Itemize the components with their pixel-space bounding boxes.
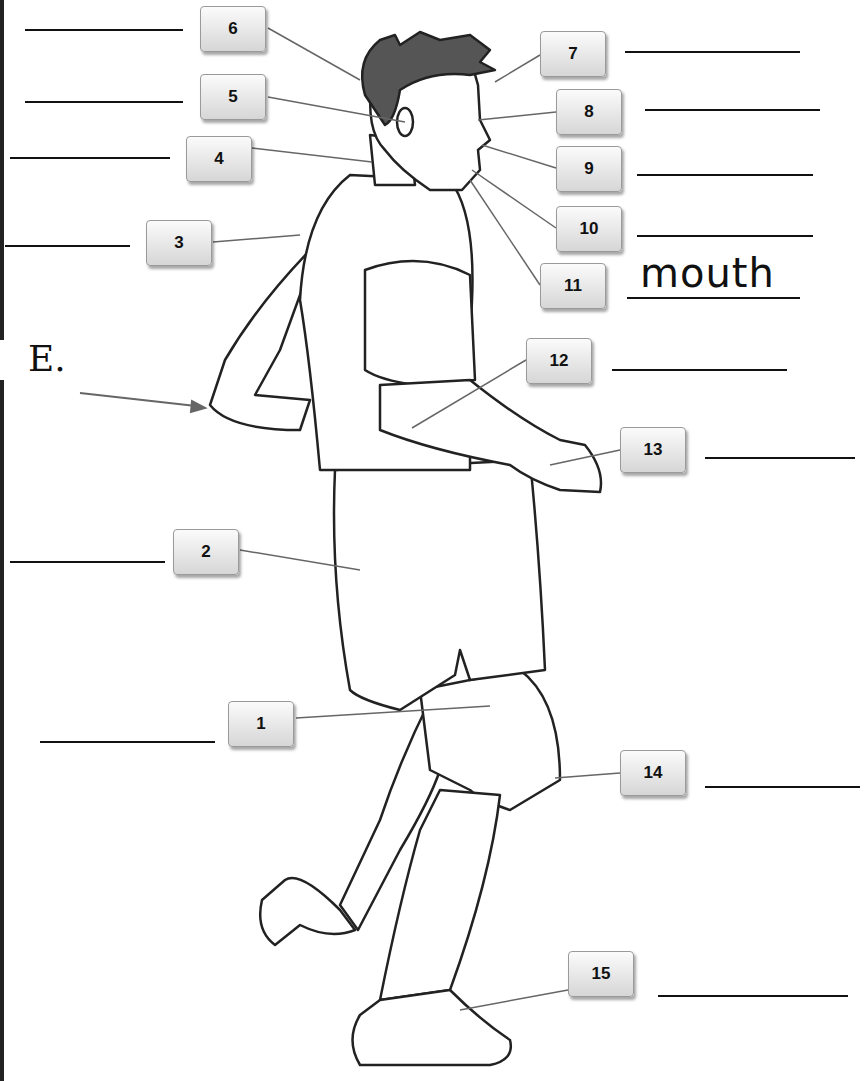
leader-line — [472, 170, 556, 228]
callout-box: 9 — [556, 146, 622, 192]
margin-bar — [0, 0, 4, 340]
callout-number: 5 — [228, 87, 237, 107]
answer-line — [705, 786, 860, 788]
hair — [362, 32, 495, 125]
margin-bars — [0, 0, 4, 1081]
callout-box: 8 — [556, 89, 622, 135]
forearm-hand — [380, 380, 601, 492]
callout-box: 13 — [620, 427, 686, 473]
arrow-shaft — [80, 393, 196, 406]
callout-box: 11 — [540, 263, 606, 309]
leader-line — [268, 28, 360, 80]
callout-number: 2 — [201, 542, 210, 562]
callout-box: 2 — [173, 529, 239, 575]
front-shin — [380, 790, 500, 1000]
answer-line — [705, 457, 855, 459]
leader-line — [482, 145, 556, 168]
handwritten-letter: E. — [28, 338, 66, 379]
callout-number: 6 — [228, 19, 237, 39]
callout-box: 12 — [526, 338, 592, 384]
callout-box: 7 — [540, 31, 606, 77]
answer-line — [658, 995, 848, 997]
front-boot — [353, 990, 511, 1065]
leader-line — [240, 550, 360, 570]
sleeve — [365, 261, 475, 385]
callout-box: 4 — [186, 136, 252, 182]
answer-line — [5, 245, 130, 247]
leader-line — [412, 360, 526, 428]
callout-box: 10 — [556, 206, 622, 252]
leader-line — [252, 148, 372, 162]
callout-number: 3 — [174, 233, 183, 253]
answer-line — [637, 174, 813, 176]
callout-number: 14 — [644, 763, 663, 783]
leader-line — [478, 112, 556, 120]
handwritten-answer: mouth — [640, 250, 775, 296]
player-figure — [210, 32, 601, 1065]
answer-line — [637, 235, 813, 237]
callout-number: 15 — [592, 964, 611, 984]
callout-number: 8 — [584, 102, 593, 122]
leader-line — [495, 55, 540, 82]
callout-number: 12 — [550, 351, 569, 371]
callout-number: 11 — [564, 276, 582, 296]
answer-line — [10, 561, 165, 563]
answer-line — [625, 51, 800, 53]
callout-box: 5 — [200, 74, 266, 120]
callout-box: 14 — [620, 750, 686, 796]
answer-line — [627, 297, 800, 299]
callout-number: 1 — [256, 714, 265, 734]
leader-line — [470, 180, 540, 285]
callout-box: 3 — [146, 220, 212, 266]
leader-line — [296, 706, 490, 718]
callout-number: 4 — [214, 149, 223, 169]
shorts — [334, 460, 545, 710]
back-boot — [260, 878, 355, 945]
answer-line — [25, 101, 183, 103]
callout-number: 13 — [644, 440, 663, 460]
callout-number: 10 — [580, 219, 599, 239]
answer-line — [40, 741, 215, 743]
callout-box: 1 — [228, 701, 294, 747]
answer-line — [10, 157, 170, 159]
leader-line — [555, 773, 620, 778]
callout-number: 7 — [568, 44, 577, 64]
answer-line — [645, 109, 820, 111]
answer-line — [25, 29, 183, 31]
margin-bar — [0, 380, 4, 1081]
callout-box: 15 — [568, 951, 634, 997]
leader-line — [268, 97, 405, 122]
leader-line — [550, 450, 620, 465]
leader-line — [460, 990, 568, 1010]
callout-number: 9 — [584, 159, 593, 179]
elbow-arrow — [80, 393, 205, 412]
leader-line — [213, 235, 300, 242]
arrow-head — [191, 401, 205, 412]
callout-box: 6 — [200, 6, 266, 52]
answer-line — [612, 369, 787, 371]
